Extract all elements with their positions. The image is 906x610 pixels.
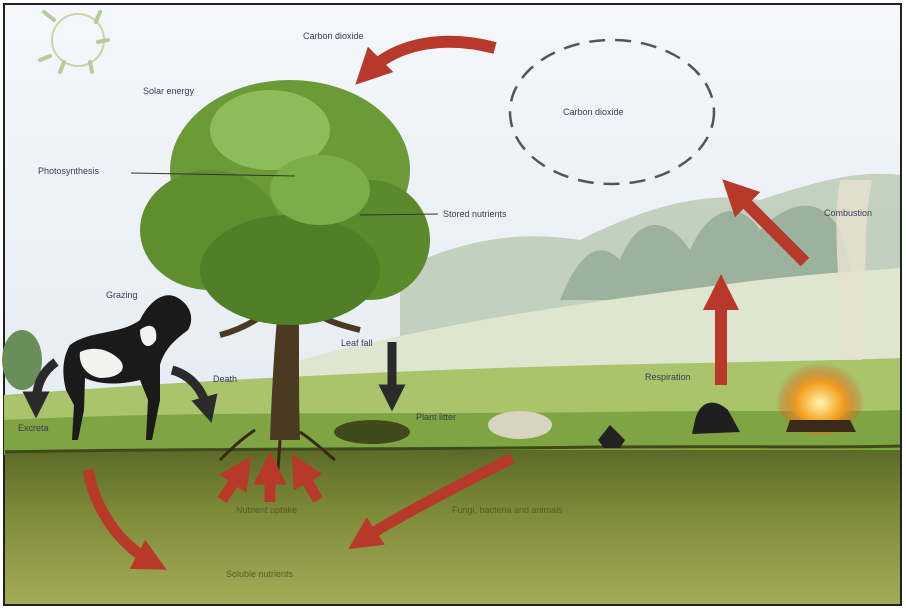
label-excreta: Excreta [18,423,49,433]
label-nutrient-uptake: Nutrient uptake [236,505,297,515]
label-death: Death [213,374,237,384]
label-fungi-bacteria-animals: Fungi, bacteria and animals [452,505,563,515]
label-soluble-nutrients: Soluble nutrients [226,569,293,579]
label-photosynthesis: Photosynthesis [38,166,99,176]
label-respiration: Respiration [645,372,691,382]
label-plant-litter: Plant litter [416,412,456,422]
label-leaf-fall: Leaf fall [341,338,373,348]
label-carbon-dioxide-cloud: Carbon dioxide [563,107,624,117]
soil-layer [5,450,900,604]
label-grazing: Grazing [106,290,138,300]
label-carbon-dioxide-top: Carbon dioxide [303,31,364,41]
label-combustion: Combustion [824,208,872,218]
label-solar-energy: Solar energy [143,86,194,96]
label-stored-nutrients: Stored nutrients [443,209,507,219]
